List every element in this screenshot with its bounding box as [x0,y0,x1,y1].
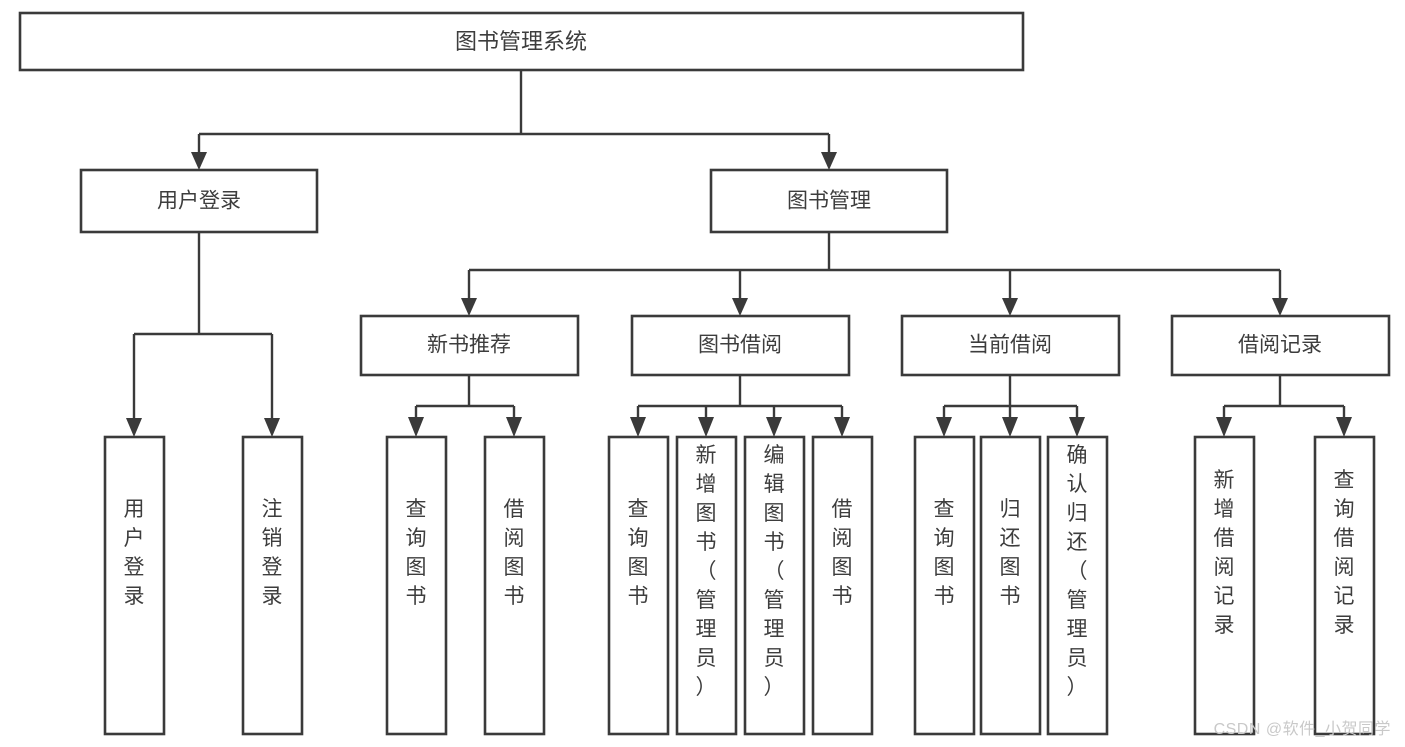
arrow-head-leaf-logout [264,418,280,437]
arrow-head-user-login [191,152,207,170]
node-user-login-label: 用户登录 [157,190,241,213]
arrow-head-borrowrecord-leaf-1 [1216,417,1232,437]
node-book-management-box[interactable] [709,168,949,234]
node-root-book-management-system[interactable]: 图书管理系统 [18,11,1025,72]
arrow-head-book-borrow [732,298,748,316]
arrow-head-leaf-user-login [126,418,142,437]
arrow-head-bookborrow-leaf-4 [834,417,850,437]
node-current-borrow-box[interactable] [900,314,1121,377]
leaf-borrow-edit-book-admin-box[interactable] [743,435,806,736]
leaf-borrow-query-book-label: 查询图书 [628,498,649,608]
leaf-current-confirm-return-admin[interactable]: 确认归还（管理员） [1046,435,1109,736]
arrow-head-bookborrow-leaf-1 [630,417,646,437]
leaf-current-confirm-return-admin-box[interactable] [1046,435,1109,736]
node-book-borrow-box[interactable] [630,314,851,377]
leaf-current-return-book[interactable]: 归还图书 [979,435,1042,736]
node-book-borrow[interactable]: 图书借阅 [630,314,851,377]
node-root-label: 图书管理系统 [455,29,587,54]
connector-layer [126,70,1352,437]
leaf-newbook-query-book-box[interactable] [385,435,448,736]
leaf-borrow-borrow-book-box[interactable] [811,435,874,736]
leaf-current-query-book[interactable]: 查询图书 [913,435,976,736]
leaf-user-login-box[interactable] [103,435,166,736]
leaf-newbook-borrow-book-label: 借阅图书 [504,498,525,608]
leaf-borrow-add-book-admin[interactable]: 新增图书（管理员） [675,435,738,736]
leaf-record-query-record-label: 查询借阅记录 [1334,469,1355,637]
leaf-borrow-query-book[interactable]: 查询图书 [607,435,670,736]
leaf-current-confirm-return-admin-label: 确认归还（管理员） [1067,444,1088,699]
leaf-current-query-book-label: 查询图书 [934,498,955,608]
leaf-user-login[interactable]: 用户登录 [103,435,166,736]
leaf-borrow-borrow-book[interactable]: 借阅图书 [811,435,874,736]
leaf-record-add-record[interactable]: 新增借阅记录 [1193,435,1256,736]
leaf-borrow-query-book-box[interactable] [607,435,670,736]
leaf-borrow-add-book-admin-label: 新增图书（管理员） [696,444,717,699]
arrow-head-currentborrow-leaf-2 [1002,417,1018,437]
leaf-user-login-label: 用户登录 [124,498,145,608]
leaf-logout-box[interactable] [241,435,304,736]
node-new-book-recommend-label: 新书推荐 [427,334,511,357]
leaf-logout-label: 注销登录 [262,498,283,608]
arrow-head-bookborrow-leaf-2 [698,417,714,437]
leaf-borrow-borrow-book-label: 借阅图书 [832,498,853,608]
leaf-current-return-book-label: 归还图书 [1000,498,1021,608]
leaf-newbook-borrow-book[interactable]: 借阅图书 [483,435,546,736]
leaf-newbook-borrow-book-box[interactable] [483,435,546,736]
node-borrow-record[interactable]: 借阅记录 [1170,314,1391,377]
node-current-borrow-label: 当前借阅 [968,334,1052,357]
leaf-newbook-query-book-label: 查询图书 [406,498,427,608]
node-current-borrow[interactable]: 当前借阅 [900,314,1121,377]
arrow-head-current-borrow [1002,298,1018,316]
node-user-login-box[interactable] [79,168,319,234]
arrow-head-book-mgmt [821,152,837,170]
arrow-head-bookborrow-leaf-3 [766,417,782,437]
node-book-management[interactable]: 图书管理 [709,168,949,234]
leaf-current-query-book-box[interactable] [913,435,976,736]
leaf-current-return-book-box[interactable] [979,435,1042,736]
arrow-head-borrow-record [1272,298,1288,316]
leaf-record-add-record-label: 新增借阅记录 [1214,469,1235,637]
leaf-record-query-record[interactable]: 查询借阅记录 [1313,435,1376,736]
node-book-borrow-label: 图书借阅 [698,334,782,357]
arrow-head-currentborrow-leaf-3 [1069,417,1085,437]
node-new-book-recommend[interactable]: 新书推荐 [359,314,580,377]
node-book-management-label: 图书管理 [787,190,871,213]
leaf-logout[interactable]: 注销登录 [241,435,304,736]
leaf-borrow-edit-book-admin-label: 编辑图书（管理员） [764,444,785,699]
arrow-head-newbook-leaf-2 [506,417,522,437]
arrow-head-borrowrecord-leaf-2 [1336,417,1352,437]
csdn-watermark: CSDN @软件_小贺同学 [1213,721,1391,738]
node-root-box[interactable] [18,11,1025,72]
leaf-record-query-record-box[interactable] [1313,435,1376,736]
leaf-borrow-edit-book-admin[interactable]: 编辑图书（管理员） [743,435,806,736]
arrow-head-currentborrow-leaf-1 [936,417,952,437]
leaf-borrow-add-book-admin-box[interactable] [675,435,738,736]
leaf-record-add-record-box[interactable] [1193,435,1256,736]
node-borrow-record-label: 借阅记录 [1238,334,1322,357]
leaf-newbook-query-book[interactable]: 查询图书 [385,435,448,736]
arrow-head-newbook-leaf-1 [408,417,424,437]
node-borrow-record-box[interactable] [1170,314,1391,377]
node-user-login[interactable]: 用户登录 [79,168,319,234]
node-new-book-recommend-box[interactable] [359,314,580,377]
arrow-head-new-book [461,298,477,316]
